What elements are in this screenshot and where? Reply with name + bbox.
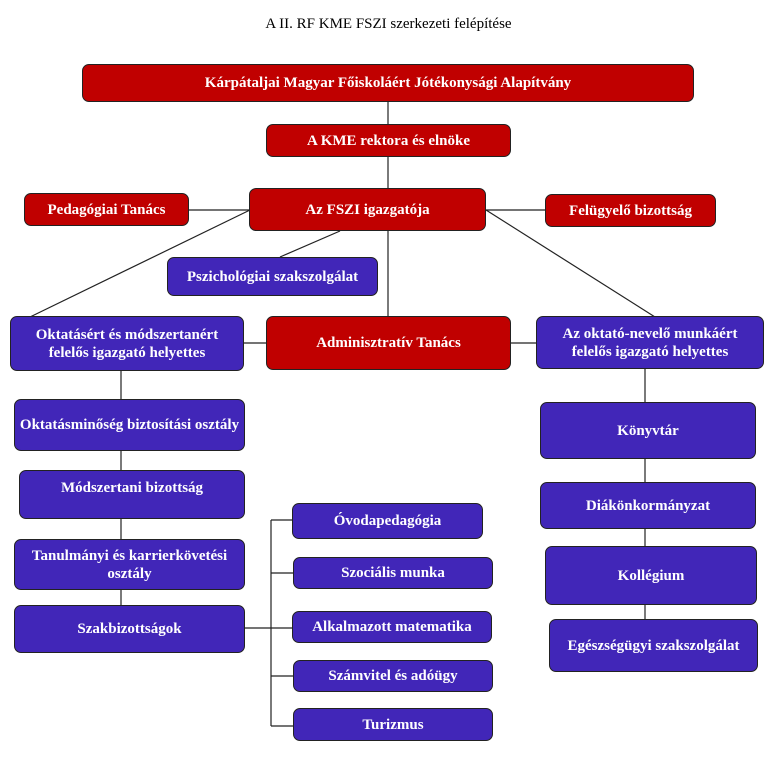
node-student-government: Diákönkormányzat	[540, 482, 756, 529]
node-pedagogical-council: Pedagógiai Tanács	[24, 193, 189, 226]
node-deputy-upbringing: Az oktató-nevelő munkáért felelős igazga…	[536, 316, 764, 369]
node-deputy-education: Oktatásért és módszertanért felelős igaz…	[10, 316, 244, 371]
connector	[29, 209, 251, 318]
node-psychology-service: Pszichológiai szakszolgálat	[167, 257, 378, 296]
node-dormitory: Kollégium	[545, 546, 757, 605]
node-methodology-committee: Módszertani bizottság	[19, 470, 245, 519]
node-quality-dept: Oktatásminőség biztosítási osztály	[14, 399, 245, 451]
node-study-career-dept: Tanulmányi és karrierkövetési osztály	[14, 539, 245, 590]
node-program: Turizmus	[293, 708, 493, 741]
node-program: Alkalmazott matematika	[292, 611, 492, 643]
connector	[485, 209, 656, 318]
node-foundation: Kárpátaljai Magyar Főiskoláért Jótékonys…	[82, 64, 694, 102]
node-program: Szociális munka	[293, 557, 493, 589]
diagram-title: A II. RF KME FSZI szerkezeti felépítése	[265, 16, 512, 32]
node-library: Könyvtár	[540, 402, 756, 459]
node-director: Az FSZI igazgatója	[249, 188, 486, 231]
node-health-service: Egészségügyi szakszolgálat	[549, 619, 758, 672]
node-rector: A KME rektora és elnöke	[266, 124, 511, 157]
node-expert-committees: Szakbizottságok	[14, 605, 245, 653]
node-program: Számvitel és adóügy	[293, 660, 493, 692]
node-supervisory-board: Felügyelő bizottság	[545, 194, 716, 227]
connector	[279, 230, 341, 258]
node-admin-council: Adminisztratív Tanács	[266, 316, 511, 370]
node-program: Óvodapedagógia	[292, 503, 483, 539]
